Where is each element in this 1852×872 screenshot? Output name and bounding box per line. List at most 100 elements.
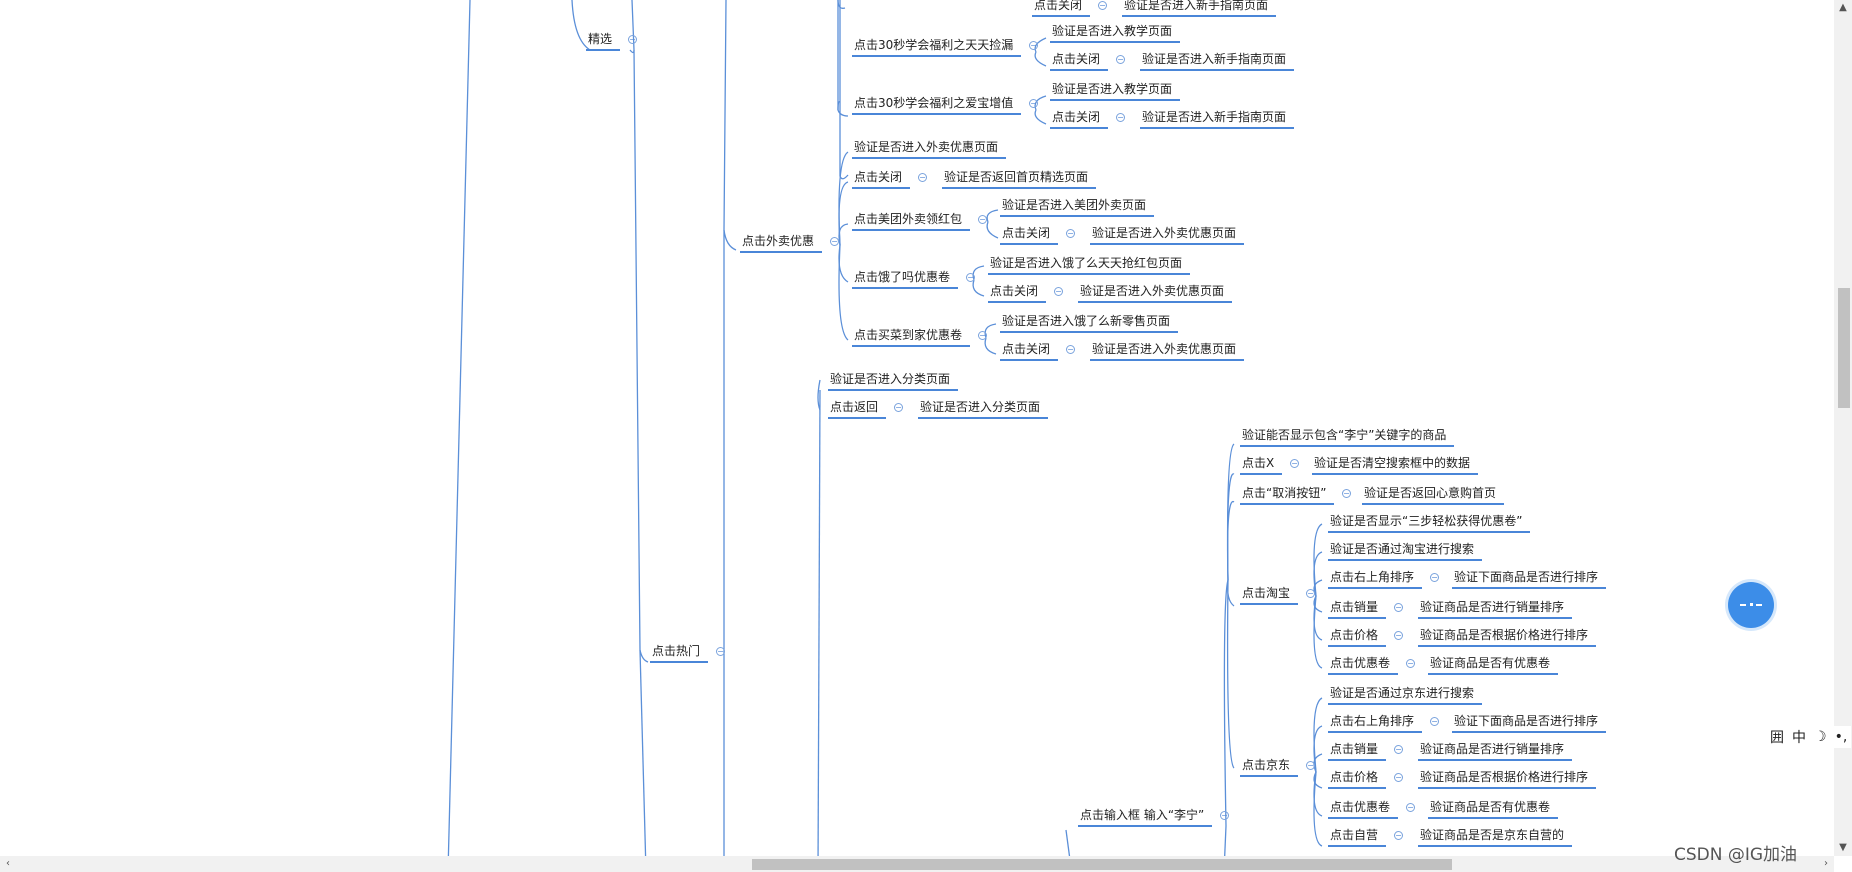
- collapse-toggle-icon[interactable]: −: [1306, 589, 1315, 598]
- mindmap-node[interactable]: 点击淘宝: [1240, 586, 1299, 605]
- scroll-up-arrow-icon[interactable]: ▲: [1839, 2, 1847, 13]
- mindmap-node[interactable]: 验证是否进入分类页面: [828, 372, 959, 391]
- ime-toolbar[interactable]: 囲 中 ☽ •,: [1766, 726, 1852, 748]
- mindmap-node[interactable]: 验证是否进入新手指南页面: [1140, 110, 1295, 129]
- scroll-down-arrow-icon[interactable]: ▼: [1839, 842, 1847, 853]
- mindmap-node[interactable]: 点击关闭: [852, 170, 911, 189]
- mindmap-node[interactable]: 验证是否进入外卖优惠页面: [1090, 226, 1245, 245]
- collapse-toggle-icon[interactable]: −: [918, 173, 927, 182]
- mindmap-node[interactable]: 验证是否进入新手指南页面: [1140, 52, 1295, 71]
- mindmap-node[interactable]: 验证是否清空搜索框中的数据: [1312, 456, 1479, 475]
- mindmap-node[interactable]: 点击X: [1240, 456, 1283, 475]
- mindmap-node[interactable]: 点击优惠卷: [1328, 800, 1399, 819]
- mindmap-node[interactable]: 验证下面商品是否进行排序: [1452, 714, 1607, 733]
- collapse-toggle-icon[interactable]: −: [1066, 229, 1075, 238]
- mindmap-node[interactable]: 点击热门: [650, 644, 709, 663]
- collapse-toggle-icon[interactable]: −: [978, 331, 987, 340]
- collapse-toggle-icon[interactable]: −: [1430, 573, 1439, 582]
- mindmap-node[interactable]: 验证商品是否根据价格进行排序: [1418, 770, 1597, 789]
- mindmap-node[interactable]: 点击右上角排序: [1328, 714, 1423, 733]
- collapse-toggle-icon[interactable]: −: [1394, 631, 1403, 640]
- mindmap-node[interactable]: 验证是否显示“三步轻松获得优惠卷”: [1328, 514, 1531, 533]
- mindmap-node[interactable]: 验证下面商品是否进行排序: [1452, 570, 1607, 589]
- mindmap-node[interactable]: 点击价格: [1328, 770, 1387, 789]
- collapse-toggle-icon[interactable]: −: [628, 35, 637, 44]
- collapse-toggle-icon[interactable]: −: [1116, 55, 1125, 64]
- collapse-toggle-icon[interactable]: −: [1394, 831, 1403, 840]
- floating-action-button[interactable]: [1728, 582, 1774, 628]
- mindmap-node[interactable]: 点击优惠卷: [1328, 656, 1399, 675]
- mindmap-node[interactable]: 点击美团外卖领红包: [852, 212, 971, 231]
- collapse-toggle-icon[interactable]: −: [1220, 811, 1229, 820]
- ime-language-toggle[interactable]: 中: [1792, 730, 1806, 746]
- mindmap-node[interactable]: 验证是否返回首页精选页面: [942, 170, 1097, 189]
- mindmap-node[interactable]: 验证商品是否是京东自营的: [1418, 828, 1573, 847]
- mindmap-node[interactable]: 点击销量: [1328, 742, 1387, 761]
- mindmap-node[interactable]: 验证是否进入美团外卖页面: [1000, 198, 1155, 217]
- collapse-toggle-icon[interactable]: −: [1306, 761, 1315, 770]
- collapse-toggle-icon[interactable]: −: [1029, 99, 1038, 108]
- mindmap-node[interactable]: 精选: [586, 32, 621, 51]
- collapse-toggle-icon[interactable]: −: [1029, 41, 1038, 50]
- mindmap-node[interactable]: 验证是否进入外卖优惠页面: [1090, 342, 1245, 361]
- collapse-toggle-icon[interactable]: −: [1066, 345, 1075, 354]
- mindmap-node[interactable]: 验证商品是否根据价格进行排序: [1418, 628, 1597, 647]
- mindmap-node[interactable]: 点击买菜到家优惠卷: [852, 328, 971, 347]
- collapse-toggle-icon[interactable]: −: [894, 403, 903, 412]
- mindmap-node[interactable]: 验证是否进入分类页面: [918, 400, 1049, 419]
- mindmap-node[interactable]: 验证是否通过淘宝进行搜索: [1328, 542, 1483, 561]
- collapse-toggle-icon[interactable]: −: [1394, 773, 1403, 782]
- scroll-left-arrow-icon[interactable]: ‹: [6, 858, 10, 869]
- mindmap-node[interactable]: 点击输入框 输入“李宁”: [1078, 808, 1213, 827]
- mindmap-node[interactable]: 点击返回: [828, 400, 887, 419]
- vertical-scrollbar[interactable]: ▲ ▼: [1834, 0, 1852, 856]
- collapse-toggle-icon[interactable]: −: [1430, 717, 1439, 726]
- collapse-toggle-icon[interactable]: −: [1406, 803, 1415, 812]
- mindmap-node[interactable]: 验证商品是否进行销量排序: [1418, 600, 1573, 619]
- mindmap-node[interactable]: 点击关闭: [988, 284, 1047, 303]
- mindmap-node[interactable]: 点击关闭: [1050, 52, 1109, 71]
- mindmap-node[interactable]: 验证是否通过京东进行搜索: [1328, 686, 1483, 705]
- mindmap-node[interactable]: 点击“取消按钮”: [1240, 486, 1335, 505]
- mindmap-node[interactable]: 验证是否进入外卖优惠页面: [1078, 284, 1233, 303]
- collapse-toggle-icon[interactable]: −: [1098, 1, 1107, 10]
- mindmap-node[interactable]: 点击价格: [1328, 628, 1387, 647]
- mindmap-node[interactable]: 验证商品是否有优惠卷: [1428, 800, 1559, 819]
- vertical-scroll-thumb[interactable]: [1838, 288, 1850, 408]
- mindmap-node[interactable]: 验证商品是否有优惠卷: [1428, 656, 1559, 675]
- collapse-toggle-icon[interactable]: −: [978, 215, 987, 224]
- collapse-toggle-icon[interactable]: −: [830, 237, 839, 246]
- mindmap-node[interactable]: 点击饿了吗优惠卷: [852, 270, 959, 289]
- mindmap-node[interactable]: 验证是否返回心意购首页: [1362, 486, 1505, 505]
- collapse-toggle-icon[interactable]: −: [1054, 287, 1063, 296]
- mindmap-node[interactable]: 点击关闭: [1000, 342, 1059, 361]
- collapse-toggle-icon[interactable]: −: [1394, 603, 1403, 612]
- collapse-toggle-icon[interactable]: −: [1342, 489, 1351, 498]
- ime-moon-icon[interactable]: ☽: [1814, 729, 1827, 745]
- collapse-toggle-icon[interactable]: −: [1290, 459, 1299, 468]
- mindmap-node[interactable]: 验证是否进入外卖优惠页面: [852, 140, 1007, 159]
- collapse-toggle-icon[interactable]: −: [966, 273, 975, 282]
- mindmap-node[interactable]: 点击关闭: [1050, 110, 1109, 129]
- horizontal-scrollbar[interactable]: ‹ ›: [0, 856, 1834, 872]
- collapse-toggle-icon[interactable]: −: [1116, 113, 1125, 122]
- ime-punctuation-toggle[interactable]: •,: [1834, 729, 1848, 745]
- mindmap-node[interactable]: 点击30秒学会福利之天天捡漏: [852, 38, 1022, 57]
- mindmap-node[interactable]: 验证是否进入饿了么新零售页面: [1000, 314, 1179, 333]
- scroll-right-arrow-icon[interactable]: ›: [1824, 858, 1828, 869]
- mindmap-node[interactable]: 点击30秒学会福利之爱宝增值: [852, 96, 1022, 115]
- mindmap-node[interactable]: 验证是否进入新手指南页面: [1122, 0, 1277, 17]
- mindmap-node[interactable]: 点击关闭: [1000, 226, 1059, 245]
- mindmap-node[interactable]: 点击京东: [1240, 758, 1299, 777]
- collapse-toggle-icon[interactable]: −: [716, 647, 725, 656]
- mindmap-node[interactable]: 验证是否进入教学页面: [1050, 82, 1181, 101]
- mindmap-node[interactable]: 点击外卖优惠: [740, 234, 823, 253]
- collapse-toggle-icon[interactable]: −: [1394, 745, 1403, 754]
- horizontal-scroll-thumb[interactable]: [752, 859, 1452, 870]
- mindmap-node[interactable]: 点击销量: [1328, 600, 1387, 619]
- mindmap-node[interactable]: 验证能否显示包含“李宁”关键字的商品: [1240, 428, 1455, 447]
- mindmap-node[interactable]: 验证是否进入教学页面: [1050, 24, 1181, 43]
- mindmap-node[interactable]: 点击右上角排序: [1328, 570, 1423, 589]
- mindmap-node[interactable]: 点击自营: [1328, 828, 1387, 847]
